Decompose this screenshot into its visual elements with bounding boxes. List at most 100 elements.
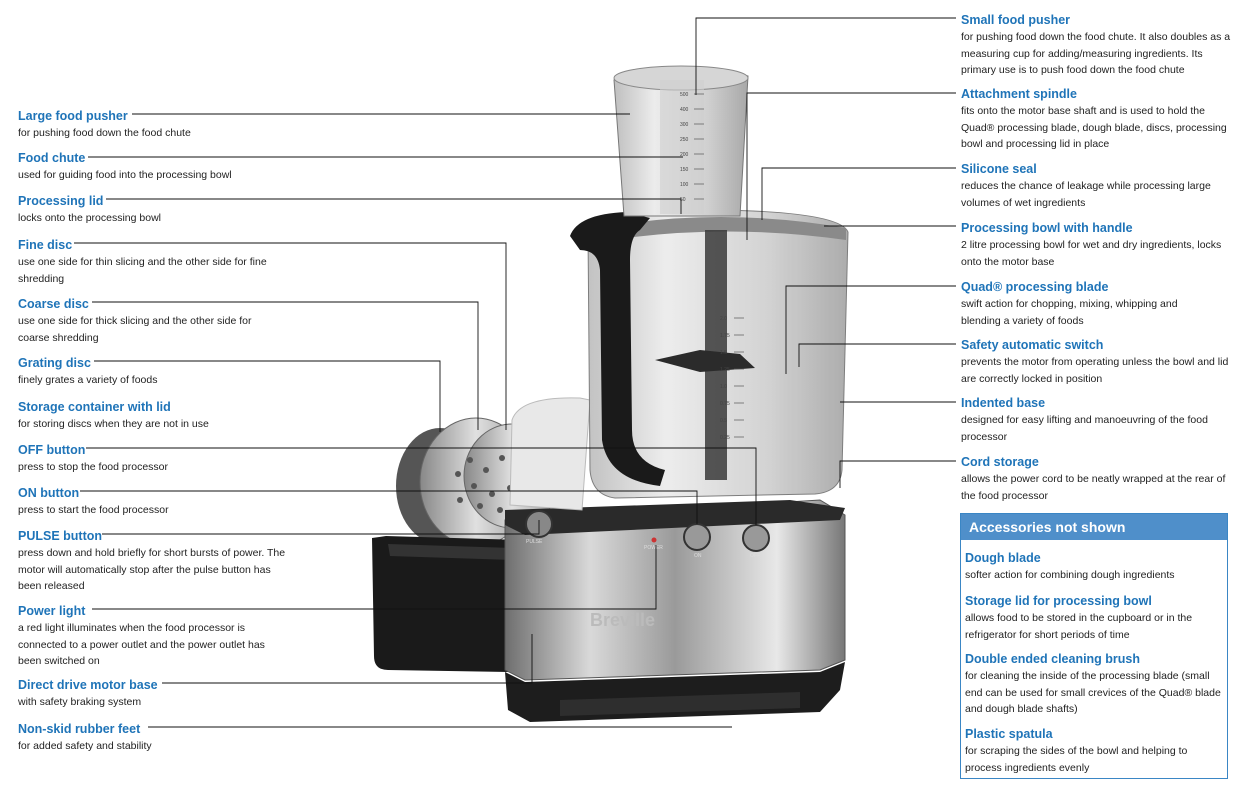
label-storage-container: Storage container with lid for storing d… <box>18 398 308 433</box>
leader-attachment-spindle <box>746 92 956 240</box>
quad-blade-title: Quad® processing blade <box>961 280 1109 294</box>
label-large-food-pusher: Large food pusher for pushing food down … <box>18 107 308 142</box>
leader-motor-base <box>162 634 533 684</box>
food-chute-title: Food chute <box>18 151 86 165</box>
on-marking: ON <box>694 553 702 559</box>
bowl-handle <box>570 212 665 486</box>
on-button-title: ON button <box>18 486 80 500</box>
label-off-button: OFF button press to stop the food proces… <box>18 441 308 476</box>
leader-safety-switch <box>798 343 956 367</box>
label-cord-storage: Cord storage allows the power cord to be… <box>961 453 1233 504</box>
quad-blade-desc: swift action for chopping, mixing, whipp… <box>961 298 1178 327</box>
power-marking: POWER <box>644 545 663 551</box>
processing-lid-desc: locks onto the processing bowl <box>18 212 161 224</box>
leader-grating-disc <box>94 360 441 432</box>
storage-container-desc: for storing discs when they are not in u… <box>18 418 209 430</box>
brand-logo: Breville <box>590 610 655 630</box>
processing-lid-title: Processing lid <box>18 194 104 208</box>
accessory-dough-blade: Dough blade softer action for combining … <box>965 549 1223 584</box>
rubber-feet-title: Non-skid rubber feet <box>18 722 141 736</box>
pusher-scale-label: 100 <box>680 182 689 188</box>
motor-base-desc: with safety braking system <box>18 696 142 708</box>
label-on-button: ON button press to start the food proces… <box>18 484 308 519</box>
bowl-scale-label: 1.75 <box>720 333 730 339</box>
coarse-disc-desc: use one side for thick slicing and the o… <box>18 315 252 344</box>
pusher-scale-label: 200 <box>680 152 689 158</box>
food-chute-body <box>613 65 749 217</box>
pulse-marking: PULSE <box>526 539 543 545</box>
label-quad-blade: Quad® processing blade swift action for … <box>961 278 1201 329</box>
indented-base-title: Indented base <box>961 396 1046 410</box>
storage-container-body <box>372 536 526 672</box>
fine-disc-desc: use one side for thin slicing and the ot… <box>18 256 267 285</box>
pulse-button-desc: press down and hold briefly for short bu… <box>18 547 286 592</box>
plastic-spatula-desc: for scraping the sides of the bowl and h… <box>965 745 1188 774</box>
bowl-scale-label: 1.25 <box>720 367 730 373</box>
small-food-pusher-desc: for pushing food down the food chute. It… <box>961 31 1231 76</box>
label-pulse-button: PULSE button press down and hold briefly… <box>18 527 288 595</box>
silicone-seal-desc: reduces the chance of leakage while proc… <box>961 180 1211 209</box>
leader-on-button <box>80 490 698 524</box>
indented-base-desc: designed for easy lifting and manoeuvrin… <box>961 414 1208 443</box>
off-marking: OFF <box>750 553 760 559</box>
off-button-desc: press to stop the food processor <box>18 461 168 473</box>
label-small-food-pusher: Small food pusher for pushing food down … <box>961 11 1233 79</box>
bowl-scale-label: 0.75 <box>720 401 730 407</box>
silicone-seal-title: Silicone seal <box>961 162 1037 176</box>
cleaning-brush-desc: for cleaning the inside of the processin… <box>965 670 1221 715</box>
label-food-chute: Food chute used for guiding food into th… <box>18 149 308 184</box>
on-button-desc: press to start the food processor <box>18 504 169 516</box>
label-grating-disc: Grating disc finely grates a variety of … <box>18 354 308 389</box>
leader-silicone-seal <box>761 167 956 220</box>
grating-disc-desc: finely grates a variety of foods <box>18 374 158 386</box>
pulse-button-title: PULSE button <box>18 529 103 543</box>
attachment-spindle-desc: fits onto the motor base shaft and is us… <box>961 105 1227 150</box>
coarse-disc-title: Coarse disc <box>18 297 89 311</box>
accessory-cleaning-brush: Double ended cleaning brush for cleaning… <box>965 650 1223 718</box>
pusher-scale-label: 250 <box>680 137 689 143</box>
pusher-scale-label: 150 <box>680 167 689 173</box>
safety-switch-title: Safety automatic switch <box>961 338 1104 352</box>
label-silicone-seal: Silicone seal reduces the chance of leak… <box>961 160 1233 211</box>
label-power-light: Power light a red light illuminates when… <box>18 602 283 670</box>
dough-blade-desc: softer action for combining dough ingred… <box>965 569 1175 581</box>
rubber-feet-desc: for added safety and stability <box>18 740 152 752</box>
accessory-storage-lid: Storage lid for processing bowl allows f… <box>965 592 1223 643</box>
bowl-scale-label: 1.5 <box>720 350 727 356</box>
pusher-scale-label: 500 <box>680 92 689 98</box>
label-indented-base: Indented base designed for easy lifting … <box>961 394 1233 445</box>
leader-coarse-disc <box>92 301 479 430</box>
safety-switch-desc: prevents the motor from operating unless… <box>961 356 1229 385</box>
accessories-heading: Accessories not shown <box>961 514 1227 540</box>
large-food-pusher-title: Large food pusher <box>18 109 128 123</box>
power-light-desc: a red light illuminates when the food pr… <box>18 622 265 667</box>
leader-pulse-button <box>102 520 540 535</box>
processing-bowl-title: Processing bowl with handle <box>961 221 1133 235</box>
grating-disc-title: Grating disc <box>18 356 91 370</box>
control-panel: ON OFF PULSE POWER <box>525 510 770 559</box>
bowl-scale-label: 0.25 <box>720 435 730 441</box>
small-food-pusher-title: Small food pusher <box>961 13 1071 27</box>
label-processing-lid: Processing lid locks onto the processing… <box>18 192 308 227</box>
bowl-scale-label: 2.0 <box>720 316 727 322</box>
processing-bowl-body <box>587 209 849 499</box>
dough-blade-title: Dough blade <box>965 551 1041 565</box>
bowl-scale-label: 0.5 <box>720 418 727 424</box>
pusher-scale-label: 300 <box>680 122 689 128</box>
label-processing-bowl: Processing bowl with handle 2 litre proc… <box>961 219 1233 270</box>
attachment-spindle-title: Attachment spindle <box>961 87 1077 101</box>
bowl-scale-marks: 2.01.751.51.251.00.750.50.25 <box>720 316 744 441</box>
leader-processing-lid <box>106 198 682 214</box>
leader-quad-blade <box>785 285 956 374</box>
off-button-title: OFF button <box>18 443 86 457</box>
leader-power-light <box>92 545 657 610</box>
fine-disc-title: Fine disc <box>18 238 73 252</box>
storage-lid-title: Storage lid for processing bowl <box>965 594 1152 608</box>
leader-fine-disc <box>74 242 507 430</box>
cleaning-brush-title: Double ended cleaning brush <box>965 652 1141 666</box>
label-motor-base: Direct drive motor base with safety brak… <box>18 676 308 711</box>
pusher-scale-label: 50 <box>680 197 686 203</box>
